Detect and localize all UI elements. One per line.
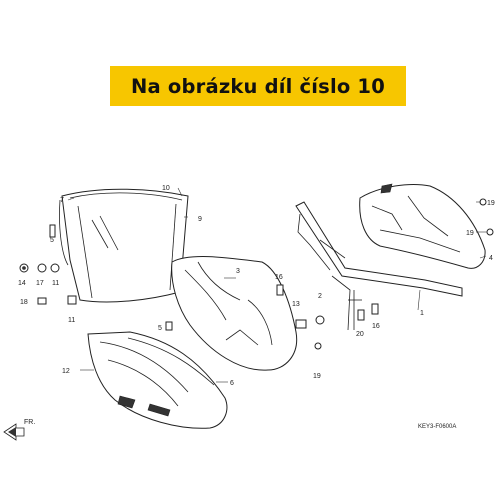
callout-numbers: 1 2 3 4 5 5 6 7 9 10 11 11 12 13 14 16 1… — [18, 185, 495, 387]
callout-5-top: 5 — [50, 237, 54, 244]
inner-cover — [171, 256, 298, 371]
front-lower-cover — [87, 331, 228, 429]
callout-1: 1 — [420, 310, 424, 317]
callout-17: 17 — [36, 280, 44, 287]
callout-14: 14 — [18, 280, 26, 287]
hardware — [19, 198, 494, 350]
callout-2: 2 — [318, 293, 322, 300]
callout-11-bottom: 11 — [68, 317, 75, 324]
callout-18: 18 — [20, 299, 28, 306]
callout-11-left: 11 — [52, 280, 59, 287]
front-direction-arrow: FR. — [3, 419, 35, 441]
callout-12: 12 — [62, 368, 70, 375]
callout-16-left: 16 — [275, 274, 283, 281]
callout-3: 3 — [236, 268, 240, 275]
banner-text: Na obrázku díl číslo 10 — [131, 74, 385, 98]
callout-19-bottom: 19 — [313, 373, 321, 380]
callout-7: 7 — [60, 197, 64, 204]
callout-4: 4 — [489, 255, 493, 262]
callout-19-top: 19 — [487, 200, 495, 207]
windscreen — [59, 188, 189, 303]
handlebar — [295, 201, 463, 331]
callout-20: 20 — [356, 331, 364, 338]
callout-9: 9 — [198, 216, 202, 223]
part-number-banner: Na obrázku díl číslo 10 — [110, 66, 406, 106]
callout-6: 6 — [230, 380, 234, 387]
diagram-code: KEY3-F0600A — [418, 424, 456, 430]
callout-13: 13 — [292, 301, 300, 308]
callout-19-mid: 19 — [466, 230, 474, 237]
callout-5-bottom: 5 — [158, 325, 162, 332]
direction-label: FR. — [24, 419, 35, 426]
handlebar-cover — [359, 183, 486, 269]
callout-16-right: 16 — [372, 323, 380, 330]
leader-lines — [67, 187, 487, 383]
callout-10: 10 — [162, 185, 170, 192]
